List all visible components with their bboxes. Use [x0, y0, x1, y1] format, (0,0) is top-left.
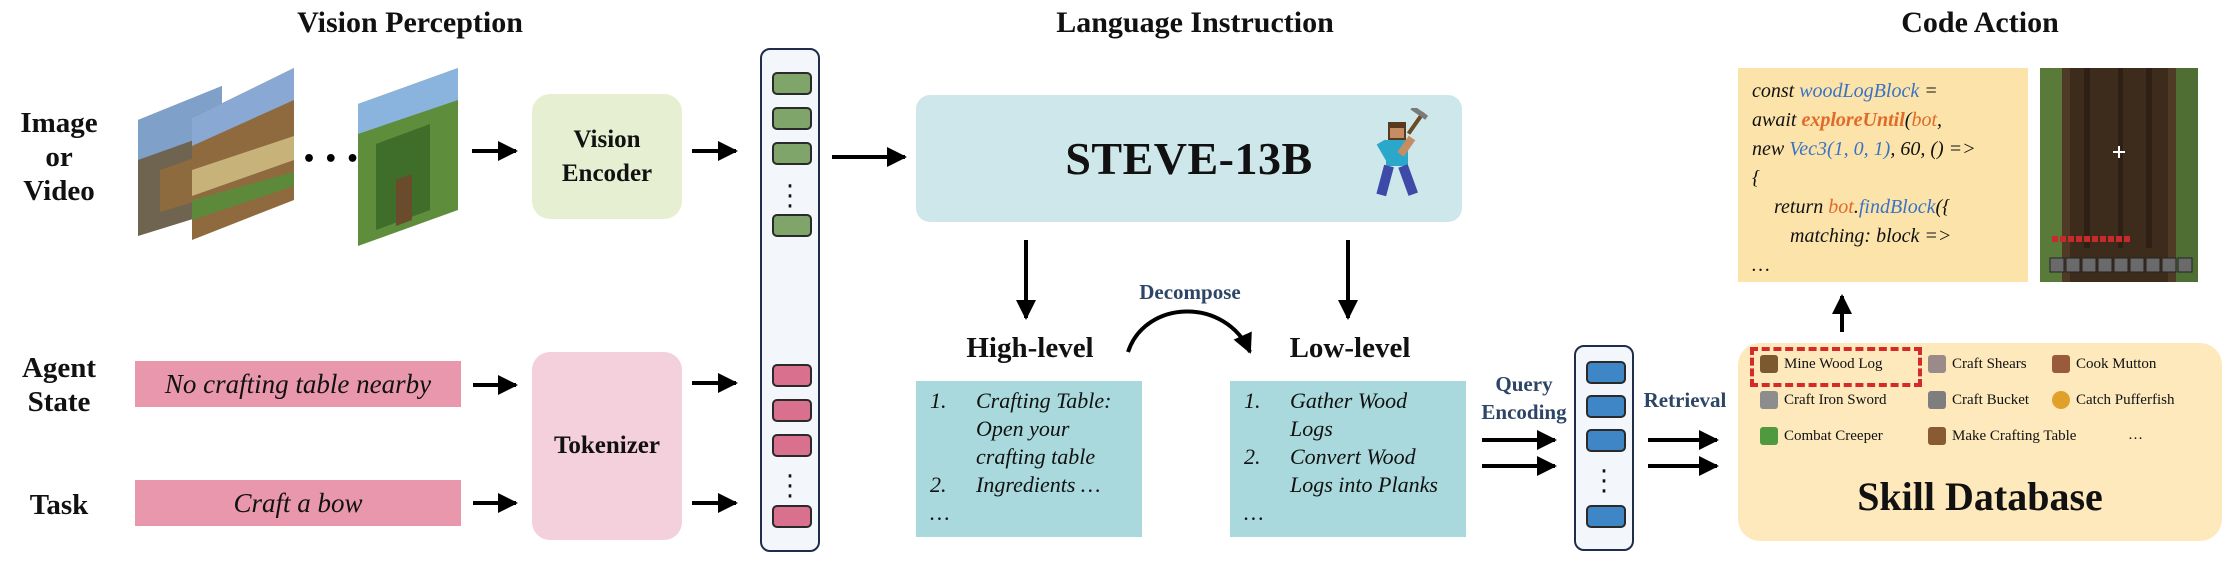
arrow-decompose	[1126, 309, 1252, 354]
query-token	[1586, 395, 1626, 418]
skill-database-title: Skill Database	[1857, 474, 2103, 519]
mutton-icon	[2052, 355, 2070, 373]
skill-item: Craft Bucket	[1928, 391, 2029, 409]
token-visual	[772, 72, 812, 95]
crafting-table-icon	[1928, 427, 1946, 445]
skill-item: Cook Mutton	[2052, 355, 2156, 373]
token-sequence: ··· ···	[760, 48, 820, 552]
code-line: matching: block =>	[1790, 225, 1952, 247]
model-name: STEVE-13B	[1065, 133, 1313, 184]
token-text	[772, 505, 812, 528]
task-input: Craft a bow	[135, 480, 461, 526]
agent-state-input: No crafting table nearby	[135, 361, 461, 407]
plan-line: 1.Gather Wood	[1244, 388, 1408, 413]
bucket-icon	[1928, 391, 1946, 409]
code-line: return bot.findBlock({	[1774, 196, 1951, 218]
selected-skill-highlight	[1750, 347, 1922, 387]
plan-line: Logs	[1290, 416, 1333, 441]
title-vision-perception: Vision Perception	[297, 6, 523, 39]
title-code-action: Code Action	[1901, 6, 2059, 39]
creeper-icon	[1760, 427, 1778, 445]
retrieval-label: Retrieval	[1643, 388, 1727, 412]
plan-line: …	[1244, 500, 1264, 525]
plan-line: 2.Convert Wood	[1244, 444, 1416, 469]
label-task: Task	[29, 489, 89, 521]
token-dots: ···	[785, 172, 795, 222]
skill-database: Mine Wood Log Craft Shears Cook Mutton C…	[1738, 343, 2222, 541]
steve-character-icon	[1376, 108, 1429, 197]
vision-encoder-box: Vision Encoder	[532, 94, 682, 219]
token-dots: ···	[785, 462, 795, 512]
high-level-title: High-level	[966, 332, 1094, 364]
shears-icon	[1928, 355, 1946, 373]
skill-item: Combat Creeper	[1760, 427, 1883, 445]
skill-item: Catch Pufferfish	[2052, 391, 2174, 409]
plan-line: Logs into Planks	[1290, 472, 1438, 497]
high-level-plan: 1.Crafting Table: Open your crafting tab…	[916, 381, 1142, 537]
token-dots: ···	[1599, 457, 1609, 507]
decompose-label: Decompose	[1139, 280, 1241, 304]
game-frames: • • •	[138, 68, 458, 246]
wood-log-icon	[1760, 355, 1778, 373]
title-language-instruction: Language Instruction	[1056, 6, 1334, 39]
query-token-sequence: ···	[1574, 345, 1634, 551]
code-line: new Vec3(1, 0, 1), 60, () =>	[1752, 138, 1976, 160]
label-image-or-video: Image or Video	[20, 107, 98, 207]
token-visual	[772, 107, 812, 130]
token-text	[772, 434, 812, 457]
skill-item: Craft Shears	[1928, 355, 2027, 373]
plan-line: 2.Ingredients …	[930, 472, 1101, 497]
code-snippet: const woodLogBlock = await exploreUntil(…	[1738, 68, 2028, 282]
code-line: const woodLogBlock =	[1752, 80, 1938, 102]
code-line: …	[1752, 254, 1770, 276]
sword-icon	[1760, 391, 1778, 409]
token-text	[772, 364, 812, 387]
query-token	[1586, 429, 1626, 452]
token-text	[772, 399, 812, 422]
plan-line: Open your	[976, 416, 1070, 441]
model-box: STEVE-13B	[916, 95, 1462, 222]
skill-item: Craft Iron Sword	[1760, 391, 1886, 409]
token-visual	[772, 214, 812, 237]
skill-item: Make Crafting Table	[1928, 427, 2076, 445]
code-line: {	[1752, 167, 1760, 189]
skill-item: Mine Wood Log	[1760, 355, 1883, 373]
low-level-title: Low-level	[1289, 332, 1411, 364]
query-token	[1586, 361, 1626, 384]
query-encoding-label: Query Encoding	[1481, 372, 1567, 424]
label-agent-state: Agent State	[21, 352, 97, 418]
token-visual	[772, 142, 812, 165]
skill-item-more: …	[2128, 427, 2143, 443]
pufferfish-icon	[2052, 391, 2070, 409]
plan-line: 1.Crafting Table:	[930, 388, 1112, 413]
plan-line: …	[930, 500, 950, 525]
game-screenshot	[2040, 68, 2198, 282]
tokenizer-box: Tokenizer	[532, 352, 682, 540]
query-token	[1586, 505, 1626, 528]
low-level-plan: 1.Gather Wood Logs 2.Convert Wood Logs i…	[1230, 381, 1466, 537]
ellipsis: • • •	[302, 147, 360, 172]
code-line: await exploreUntil(bot,	[1752, 109, 1943, 131]
plan-line: crafting table	[976, 444, 1096, 469]
